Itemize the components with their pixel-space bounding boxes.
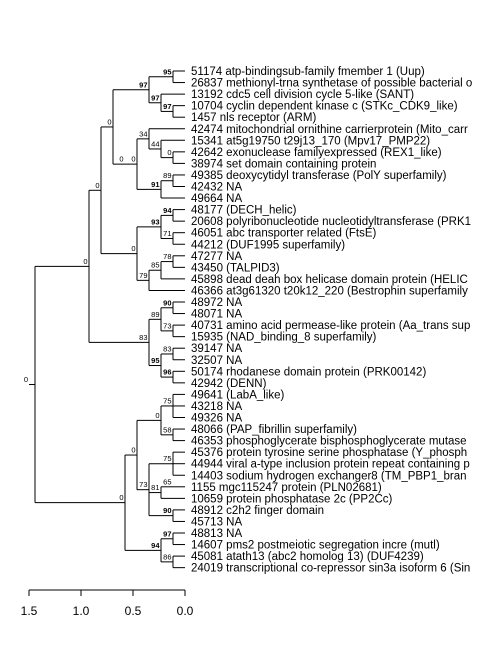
leaf-label: 46051 abc transporter related (FtsE) — [191, 228, 377, 240]
support-value: 83 — [139, 333, 147, 342]
support-value: 0 — [119, 155, 123, 164]
leaf-label: 13192 cdc5 cell division cycle 5-like (S… — [191, 89, 414, 101]
leaf-label: 39147 NA — [191, 343, 242, 355]
leaf-label: 40731 amino acid permease-like protein (… — [191, 320, 470, 332]
leaf-label: 51174 atp-bindingsub-family fmember 1 (U… — [191, 66, 425, 78]
leaf-label: 15935 (NAD_binding_8 superfamily) — [191, 332, 377, 344]
support-value: 0 — [119, 493, 123, 502]
support-value: 97 — [139, 80, 147, 89]
leaf-label: 48177 (DECH_helic) — [191, 205, 297, 217]
support-value: 71 — [163, 229, 171, 238]
leaf-label: 15341 at5g19750 t29j13_170 (Mpv17_PMP22) — [191, 135, 430, 147]
support-value: 91 — [151, 180, 159, 189]
leaf-label: 43218 NA — [191, 401, 242, 413]
support-value: 97 — [151, 93, 159, 102]
support-value: 0 — [131, 446, 135, 455]
scale-tick-label: 1.0 — [73, 604, 90, 618]
leaf-label: 50174 rhodanese domain protein (PRK00142… — [191, 366, 426, 378]
leaf-label: 14403 sodium hydrogen exchanger8 (TM_PBP… — [191, 470, 467, 482]
support-value: 89 — [151, 310, 159, 319]
support-value: 95 — [163, 67, 171, 76]
support-value: 89 — [163, 171, 171, 180]
support-value: 97 — [163, 102, 171, 111]
leaf-label: 26837 methionyl-trna synthetase of possi… — [191, 78, 472, 90]
leaf-label: 44944 viral a-type inclusion protein rep… — [191, 459, 470, 471]
leaf-label: 42432 NA — [191, 182, 242, 194]
leaf-label: 42942 (DENN) — [191, 378, 267, 390]
support-value: 73 — [163, 321, 171, 330]
support-value: 95 — [151, 356, 159, 365]
leaf-label: 48972 NA — [191, 297, 242, 309]
support-value: 75 — [163, 396, 171, 405]
leaf-label: 1457 nls receptor (ARM) — [191, 112, 316, 124]
leaf-label: 45376 protein tyrosine serine phosphatas… — [191, 447, 467, 459]
leaf-label: 20608 polyribonucleotide nucleotidyltran… — [191, 216, 471, 228]
support-value: 0 — [107, 117, 111, 126]
support-value: 0 — [131, 155, 135, 164]
tree-branches — [29, 70, 185, 569]
leaf-label: 49641 (LabA_like) — [191, 389, 285, 401]
leaf-label: 10659 protein phosphatase 2c (PP2Cc) — [191, 493, 393, 505]
support-value: 0 — [155, 411, 159, 420]
support-value: 0 — [83, 257, 87, 266]
support-value: 73 — [139, 480, 147, 489]
leaf-label: 14607 pms2 postmeiotic segregation incre… — [191, 540, 440, 552]
support-value: 0 — [95, 181, 99, 190]
support-value: 90 — [163, 298, 171, 307]
leaf-label: 47277 NA — [191, 251, 242, 263]
support-value: 79 — [139, 271, 147, 280]
leaf-label: 49385 deoxycytidyl transferase (PolY sup… — [191, 170, 447, 182]
leaf-label: 45898 dead deah box helicase domain prot… — [191, 274, 468, 286]
leaf-label: 45081 atath13 (abc2 homolog 13) (DUF4239… — [191, 551, 424, 563]
leaf-label: 10704 cyclin dependent kinase c (STKc_CD… — [191, 101, 458, 113]
root-support-value: 0 — [24, 375, 28, 384]
scale-tick-label: 1.5 — [21, 604, 38, 618]
support-value: 58 — [163, 425, 171, 434]
leaf-label: 44212 (DUF1995 superfamily) — [191, 239, 345, 251]
leaf-labels: 51174 atp-bindingsub-family fmember 1 (U… — [191, 66, 472, 575]
scale-tick-label: 0.5 — [125, 604, 142, 618]
leaf-label: 46353 phosphoglycerate bisphosphoglycera… — [191, 436, 467, 448]
support-value: 44 — [151, 139, 159, 148]
support-value: 0 — [131, 244, 135, 253]
leaf-label: 42642 exonuclease familyexpressed (REX1_… — [191, 147, 442, 159]
leaf-label: 43450 (TALPID3) — [191, 262, 280, 274]
support-value: 78 — [163, 252, 171, 261]
support-value: 97 — [163, 529, 171, 538]
leaf-label: 48912 c2h2 finger domain — [191, 505, 324, 517]
support-value: 96 — [163, 368, 171, 377]
support-value: 75 — [163, 454, 171, 463]
leaf-label: 49326 NA — [191, 413, 242, 425]
leaf-label: 24019 transcriptional co-repressor sin3a… — [191, 563, 470, 575]
support-value: 94 — [151, 541, 160, 550]
support-value: 93 — [151, 217, 159, 226]
support-value: 0 — [167, 148, 171, 157]
support-value: 34 — [139, 129, 147, 138]
leaf-label: 1155 mgc115247 protein (PLN02681) — [191, 482, 382, 494]
scale-tick-label: 0.0 — [177, 604, 194, 618]
leaf-label: 48071 NA — [191, 309, 242, 321]
leaf-label: 48813 NA — [191, 528, 242, 540]
support-value: 86 — [163, 552, 171, 561]
support-value: 65 — [163, 477, 171, 486]
support-value: 81 — [151, 483, 159, 492]
leaf-label: 49664 NA — [191, 193, 242, 205]
support-value: 83 — [163, 344, 171, 353]
support-value: 94 — [163, 206, 172, 215]
support-value: 90 — [163, 506, 171, 515]
leaf-label: 42474 mitochondrial ornithine carrierpro… — [191, 124, 468, 136]
leaf-label: 45713 NA — [191, 516, 242, 528]
leaf-label: 32507 NA — [191, 355, 242, 367]
support-values: 9597979704434899100094719378857900907389… — [24, 67, 172, 561]
leaf-label: 38974 set domain containing protein — [191, 158, 376, 170]
scale-axis: 1.5 1.0 0.5 0.0 — [21, 589, 194, 618]
leaf-label: 46366 at3g61320 t20k12_220 (Bestrophin s… — [191, 285, 468, 297]
support-value: 85 — [151, 261, 159, 270]
leaf-label: 48066 (PAP_fibrillin superfamily) — [191, 424, 357, 436]
